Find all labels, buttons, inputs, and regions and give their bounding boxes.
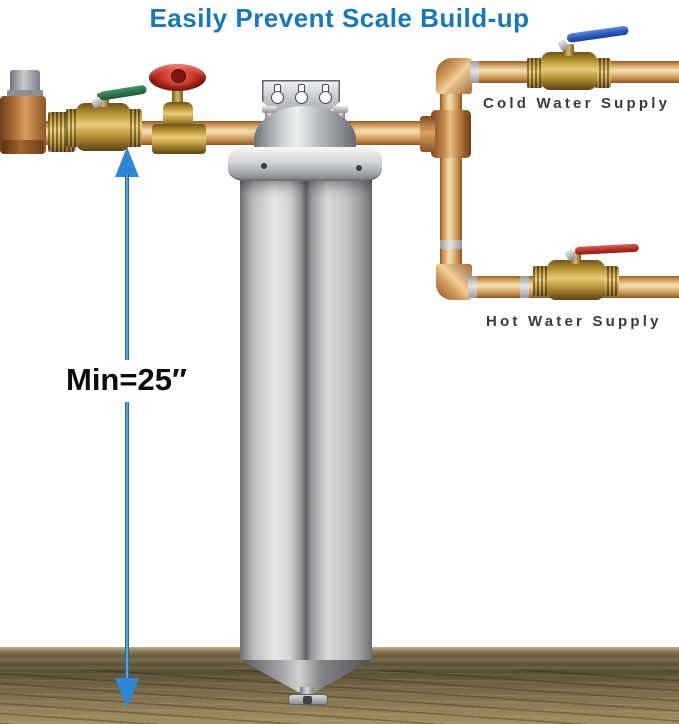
pipe-coupling [440,240,462,249]
pipe-coupling [520,276,529,298]
pipe-coupling [468,276,477,298]
filter-head [254,106,356,154]
keyhole-slot-hole [295,91,308,104]
min-clearance-label: Min=25″ [58,360,195,402]
drain-fitting-stub [300,687,314,697]
elbow-fitting-bottom [436,264,472,300]
valve-end-nut [527,58,543,88]
pipe-coupling [470,61,479,83]
valve-stem [570,252,581,264]
valve-end-nut [533,266,549,296]
valve-end-nut [126,109,142,147]
tee-fitting [431,110,471,158]
elbow-fitting-top [436,58,472,94]
hot-supply-label: Hot Water Supply [486,313,662,330]
stud-nut [262,106,277,113]
valve-stem [563,44,574,56]
valve-end-nut [603,266,619,296]
wood-floor [0,670,679,724]
cold-supply-label: Cold Water Supply [483,95,671,112]
keyhole-slot [295,84,308,106]
keyhole-slot [319,84,332,106]
arrow-head-up-icon [115,147,139,177]
cold-supply-ball-valve [541,52,597,90]
arrow-head-down-icon [115,678,139,708]
stud-nut [333,106,348,113]
valve-handle-green [98,84,148,101]
riser-pipe [440,72,462,286]
keyhole-slot [271,84,284,106]
keyhole-slot-hole [319,91,332,104]
tee-branch-collar [420,116,435,152]
valve-end-nut [595,58,611,88]
gate-valve-body [152,124,206,154]
drain-fitting-nut [303,696,312,704]
filter-housing-body [240,177,372,662]
gate-valve-stem [172,88,183,106]
page-title: Easily Prevent Scale Build-up [149,3,530,33]
valve-handle-red [574,243,640,255]
keyhole-slot-hole [271,91,284,104]
handwheel-hub [171,69,186,83]
flange-bolt [261,163,267,169]
gate-valve-bonnet [163,102,193,128]
min-height-arrow-shaft [125,174,129,682]
inlet-fitting-collar [7,90,43,98]
main-shutoff-ball-valve [76,103,130,151]
hot-supply-ball-valve [547,260,605,300]
flange-bolt [356,165,362,171]
filter-head-flange [228,147,382,181]
inlet-fitting-flange [2,140,44,154]
